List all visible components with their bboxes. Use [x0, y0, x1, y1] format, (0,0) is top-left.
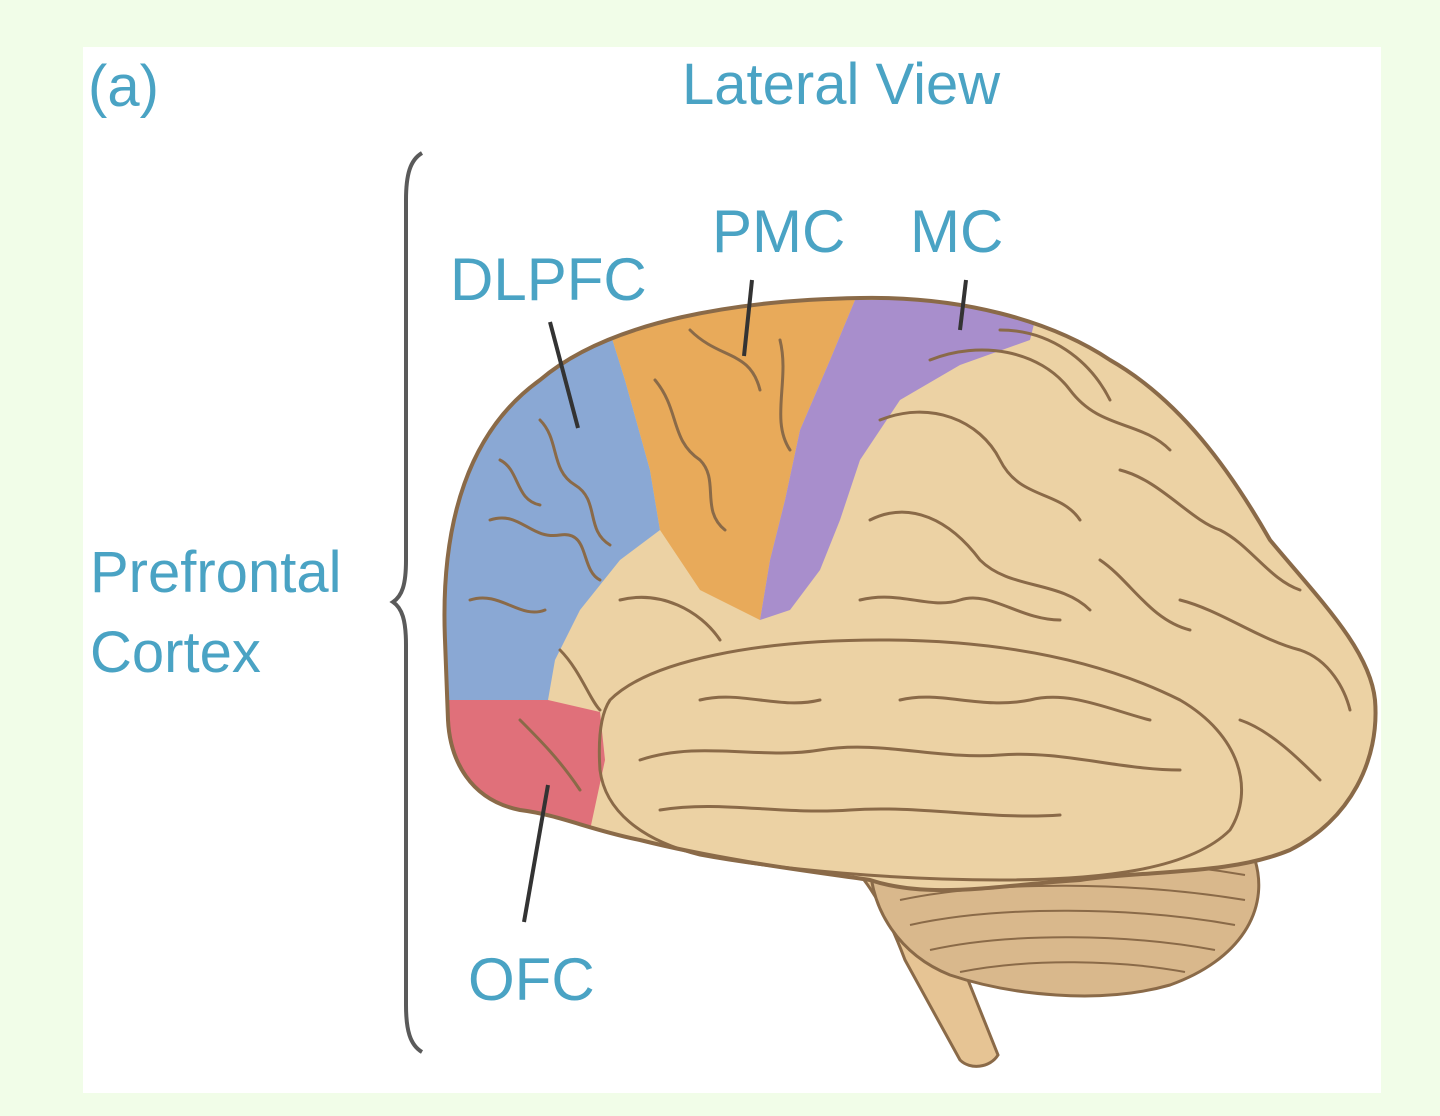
- prefrontal-label-line1: Prefrontal: [90, 540, 342, 605]
- dlpfc-leader: [548, 321, 580, 429]
- panel-letter: (a): [88, 54, 159, 119]
- prefrontal-label-line2: Cortex: [90, 620, 261, 685]
- dlpfc-label: DLPFC: [450, 246, 647, 313]
- mc-region: [760, 300, 1040, 620]
- mc-leader: [958, 279, 968, 331]
- view-title: Lateral View: [682, 52, 1001, 117]
- prefrontal-bracket: [389, 151, 424, 1054]
- pmc-label: PMC: [712, 198, 846, 265]
- ofc-label: OFC: [468, 946, 595, 1013]
- mc-label: MC: [910, 198, 1004, 265]
- pmc-leader: [742, 279, 754, 357]
- ofc-leader: [522, 784, 550, 923]
- pmc-region: [600, 300, 855, 620]
- temporal-lobe: [597, 638, 1244, 882]
- gyri-texture: [468, 328, 1352, 818]
